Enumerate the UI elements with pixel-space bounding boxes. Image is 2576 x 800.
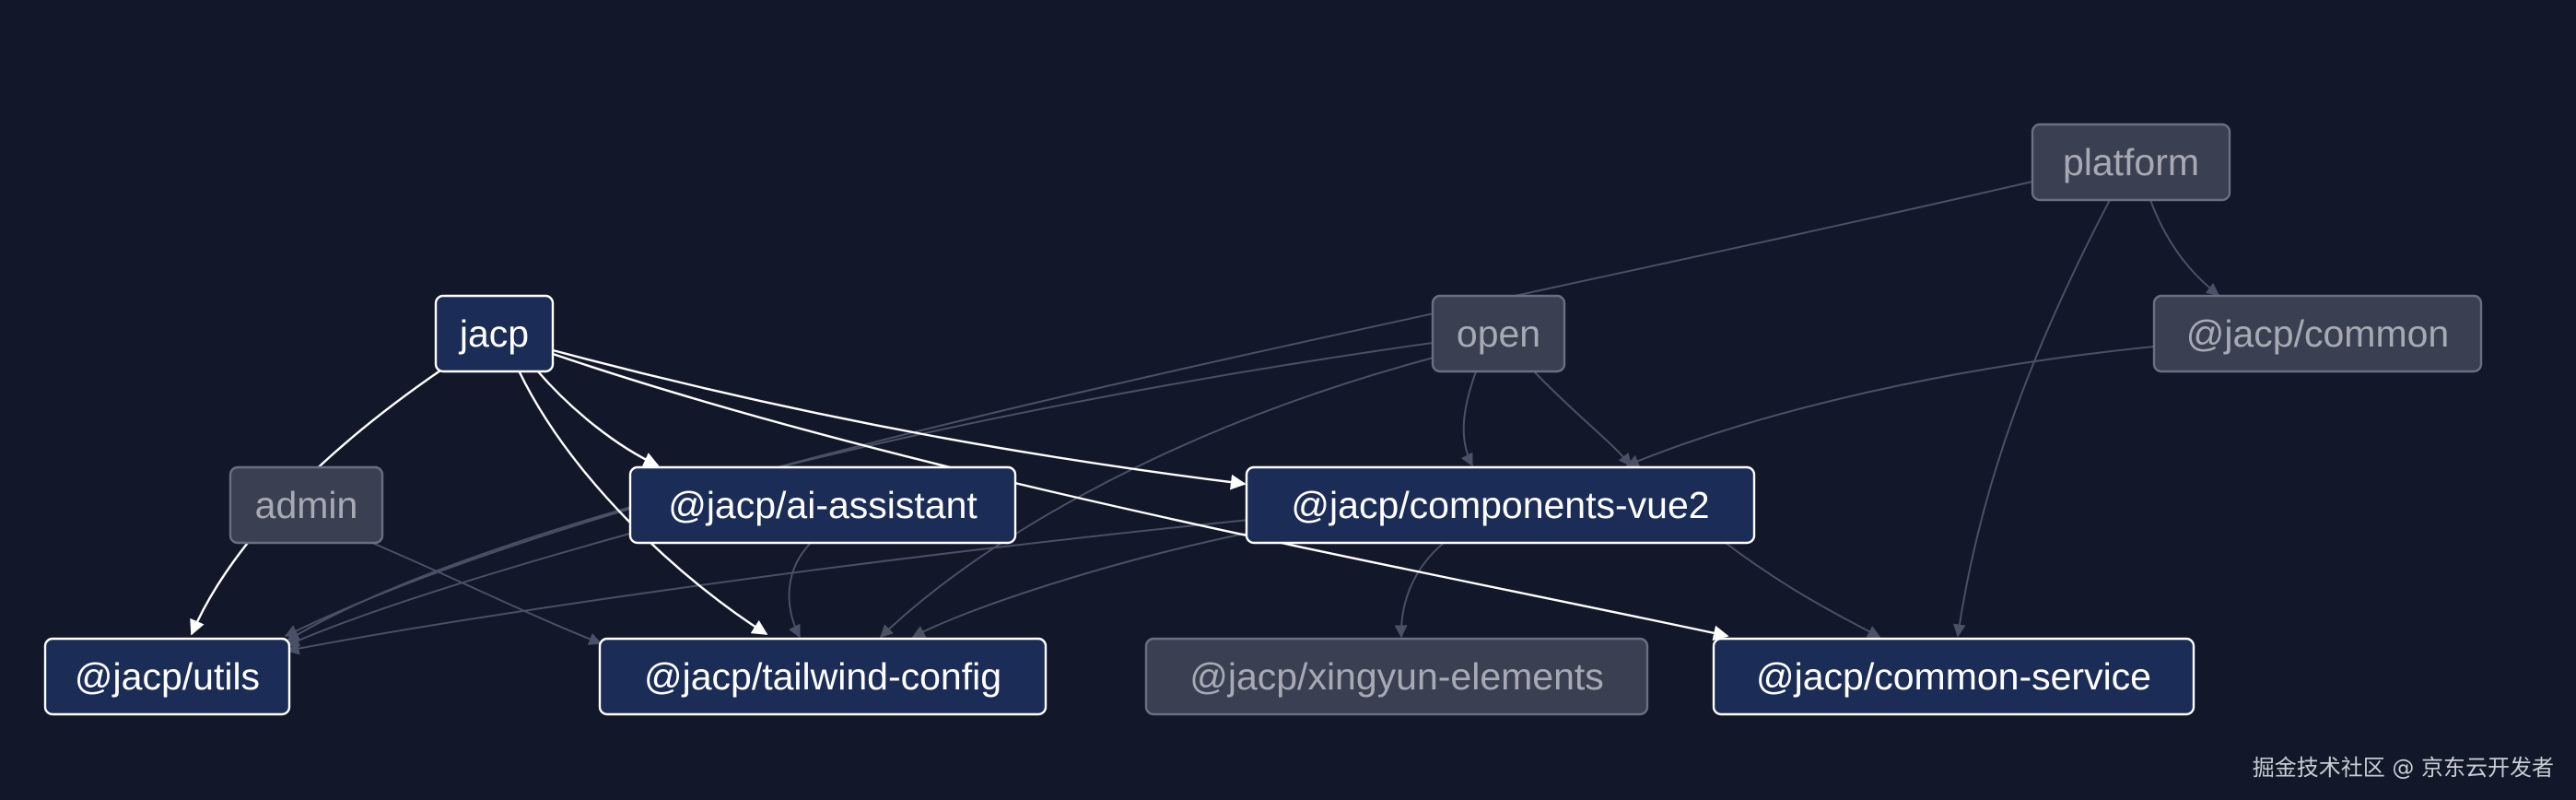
node-open[interactable]: open xyxy=(1431,294,1566,373)
node-label-tailwind-config: @jacp/tailwind-config xyxy=(644,655,1001,698)
edge-components-vue2-to-common-service xyxy=(1725,542,1881,638)
edge-components-vue2-to-xingyun-elements xyxy=(1394,542,1445,639)
node-label-admin: admin xyxy=(255,484,358,526)
node-box-xingyun-elements xyxy=(1144,637,1649,716)
node-label-jacp: jacp xyxy=(459,312,529,355)
edge-components-vue2-to-utils xyxy=(286,519,1250,655)
edge-admin-to-tailwind-config xyxy=(371,542,603,645)
watermark: 掘金技术社区 @ 京东云开发者 xyxy=(2252,755,2554,781)
node-box-platform xyxy=(2031,123,2231,202)
node-label-utils: @jacp/utils xyxy=(75,655,260,698)
edge-open-to-tailwind-config xyxy=(879,357,1434,638)
node-box-utils xyxy=(43,637,291,716)
node-jacp[interactable]: jacp xyxy=(434,294,555,373)
node-box-tailwind-config xyxy=(598,637,1048,716)
node-admin[interactable]: admin xyxy=(228,465,384,545)
node-ai-assistant[interactable]: @jacp/ai-assistant xyxy=(628,465,1017,545)
node-components-vue2[interactable]: @jacp/components-vue2 xyxy=(1245,465,1756,545)
node-label-common-service: @jacp/common-service xyxy=(1756,655,2151,698)
dim-edges xyxy=(284,181,2220,655)
edge-platform-to-common-service xyxy=(1952,199,2111,638)
edge-platform-to-utils xyxy=(284,181,2033,637)
node-common-service[interactable]: @jacp/common-service xyxy=(1712,637,2195,716)
node-box-ai-assistant xyxy=(628,465,1017,545)
node-label-open: open xyxy=(1457,312,1540,355)
node-label-ai-assistant: @jacp/ai-assistant xyxy=(668,484,978,526)
node-tailwind-config[interactable]: @jacp/tailwind-config xyxy=(598,637,1048,716)
edge-jacp-to-common-service xyxy=(552,352,1729,641)
node-xingyun-elements[interactable]: @jacp/xingyun-elements xyxy=(1144,637,1649,716)
edge-jacp-common-to-components-vue2 xyxy=(1625,346,2155,467)
node-box-common-service xyxy=(1712,637,2195,716)
edge-jacp-to-components-vue2 xyxy=(552,348,1247,490)
edge-open-to-components-vue2 xyxy=(1533,371,1632,467)
edge-open-to-xingyun-elements xyxy=(1460,371,1477,467)
node-label-platform: platform xyxy=(2063,141,2199,183)
edge-platform-to-jacp-common xyxy=(2149,199,2220,296)
graph-nodes: platform jacp open @jacp/common admin @jacp/a… xyxy=(43,123,2483,716)
node-box-jacp xyxy=(434,294,555,373)
node-jacp-common[interactable]: @jacp/common xyxy=(2152,294,2483,373)
node-box-admin xyxy=(228,465,384,545)
node-label-components-vue2: @jacp/components-vue2 xyxy=(1291,484,1709,526)
node-label-xingyun-elements: @jacp/xingyun-elements xyxy=(1189,655,1604,698)
node-box-jacp-common xyxy=(2152,294,2483,373)
node-platform[interactable]: platform xyxy=(2031,123,2231,202)
edge-components-vue2-to-tailwind-config xyxy=(911,531,1254,638)
edge-ai-assistant-to-utils xyxy=(286,532,634,647)
edge-ai-assistant-to-tailwind-config xyxy=(788,542,812,639)
node-box-open xyxy=(1431,294,1566,373)
node-box-components-vue2 xyxy=(1245,465,1756,545)
node-label-jacp-common: @jacp/common xyxy=(2186,312,2449,355)
node-utils[interactable]: @jacp/utils xyxy=(43,637,291,716)
edge-jacp-to-ai-assistant xyxy=(536,370,660,467)
